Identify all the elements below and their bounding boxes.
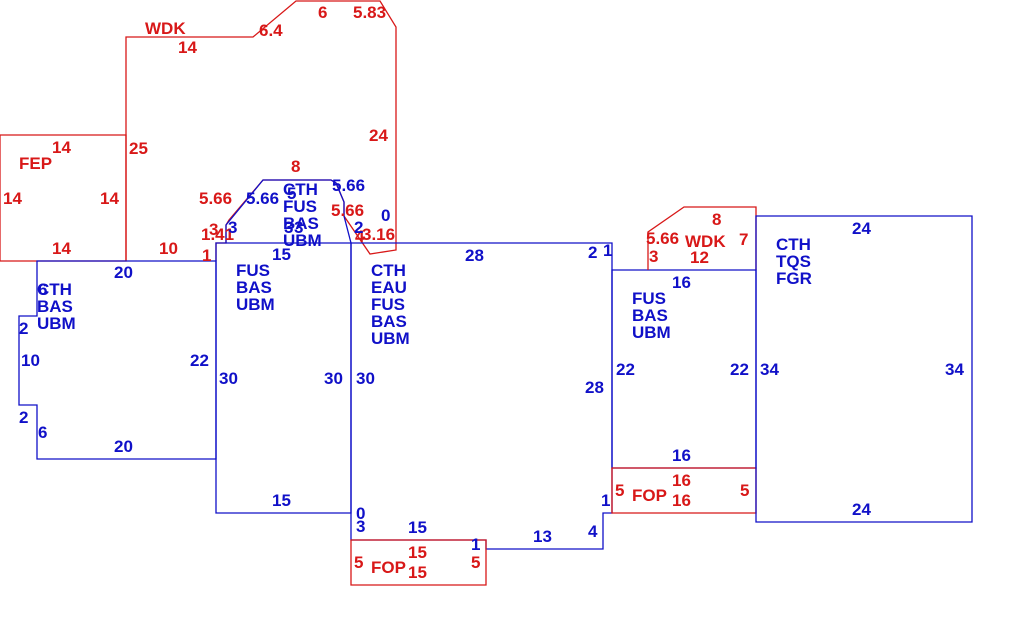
area-outlines <box>0 0 973 586</box>
dimension-label: 1 <box>202 246 211 265</box>
outline-far-right <box>755 215 973 523</box>
dimension-label: 2 <box>19 408 28 427</box>
dimension-label: 24 <box>852 500 871 519</box>
dimension-label: 6 <box>38 423 47 442</box>
dimension-label: 22 <box>190 351 209 370</box>
dimension-label: 5.66 <box>331 201 364 220</box>
dimension-label: 5.66 <box>646 229 679 248</box>
dimension-label: 4 <box>355 227 365 246</box>
dimension-label: 14 <box>52 138 71 157</box>
area-code-fep: FEP <box>19 154 52 173</box>
dimension-label: 22 <box>616 360 635 379</box>
dimension-label: 34 <box>945 360 964 379</box>
dimension-label: 1 <box>603 241 612 260</box>
dimension-label: 12 <box>690 248 709 267</box>
dimension-label: 5 <box>740 481 749 500</box>
dimension-label: 3.16 <box>362 225 395 244</box>
dimension-label: 0 <box>381 206 390 225</box>
dimension-label: 5.66 <box>199 189 232 208</box>
dimension-label: 30 <box>219 369 238 388</box>
dimension-label: 2 <box>588 243 597 262</box>
dimension-label: 16 <box>672 471 691 490</box>
dimension-label: 15 <box>408 563 427 582</box>
dimension-label: 2 <box>354 218 363 237</box>
dimension-label: 1 <box>471 535 480 554</box>
dimension-label: 15 <box>408 518 427 537</box>
dimension-label: 20 <box>114 437 133 456</box>
dimension-label: 6 <box>318 3 327 22</box>
dimension-label: 1 <box>601 491 610 510</box>
dimension-label: 5 <box>287 184 296 203</box>
dimension-label: 15 <box>272 245 291 264</box>
area-code-fop-right: FOP <box>632 486 667 505</box>
dimension-label: 0 <box>356 504 365 523</box>
dimension-label: 7 <box>739 230 748 249</box>
dimension-label: 16 <box>672 446 691 465</box>
dimension-label: 24 <box>369 126 388 145</box>
dimension-label: 10 <box>159 239 178 258</box>
dimension-label: 28 <box>585 378 604 397</box>
dimension-label: 8 <box>291 157 300 176</box>
dimension-label: 3 <box>228 218 237 237</box>
outline-upper-small <box>225 179 352 244</box>
dimension-label: 22 <box>730 360 749 379</box>
dimension-label: 6 <box>38 280 47 299</box>
area-code-wdk-right: WDK <box>685 232 726 251</box>
dimension-label: 5 <box>354 553 363 572</box>
dimension-label: 14 <box>178 38 197 57</box>
outline-fop-bottom <box>350 539 487 586</box>
dimension-label: 3 <box>284 218 293 237</box>
dimension-label: 30 <box>324 369 343 388</box>
dimension-label: 16 <box>672 273 691 292</box>
area-code-fop-bottom: FOP <box>371 558 406 577</box>
dimension-label: 3 <box>649 247 658 266</box>
dimension-label: 5 <box>471 553 480 572</box>
dimension-label: 5.66 <box>332 176 365 195</box>
dimension-label: 8 <box>712 210 721 229</box>
dimension-label: 24 <box>852 219 871 238</box>
dimension-label: 15 <box>272 491 291 510</box>
dimension-label: 25 <box>129 139 148 158</box>
dimension-label: 10 <box>21 351 40 370</box>
dimension-label: 28 <box>465 246 484 265</box>
dimension-label: 14 <box>3 189 22 208</box>
dimension-label: 34 <box>760 360 779 379</box>
dimension-label: 5.66 <box>246 189 279 208</box>
dimension-label: 4 <box>588 522 598 541</box>
dimension-label: 5.83 <box>353 3 386 22</box>
dimension-label: 20 <box>114 263 133 282</box>
dimension-label: 3 <box>356 517 365 536</box>
dimension-label: 5 <box>615 481 624 500</box>
area-code-wdk: WDK <box>145 19 186 38</box>
dimension-label: 14 <box>52 239 71 258</box>
dimension-label: 13 <box>533 527 552 546</box>
dimension-label: 15 <box>408 543 427 562</box>
dimension-label: 3 <box>294 218 303 237</box>
dimension-label: 1.41 <box>201 225 234 244</box>
dimension-label: 14 <box>100 189 119 208</box>
dimension-label: 16 <box>672 491 691 510</box>
dimension-label: 30 <box>356 369 375 388</box>
dimension-label: 3 <box>209 220 218 239</box>
dimension-label: 2 <box>19 319 28 338</box>
dimension-label: 6.4 <box>259 21 283 40</box>
